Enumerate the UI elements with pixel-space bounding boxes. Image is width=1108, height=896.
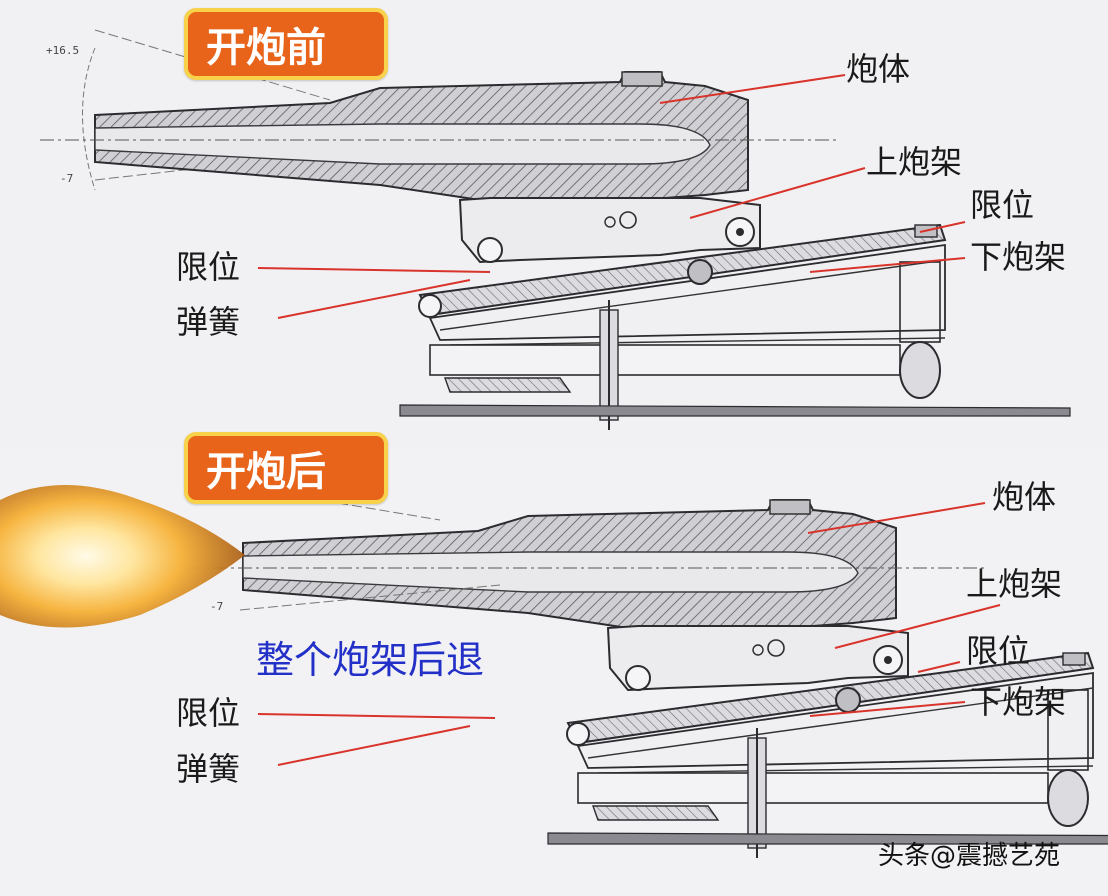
label-lower-carriage-before: 下炮架: [970, 238, 1067, 276]
label-barrel-after: 炮体: [992, 478, 1057, 516]
badge-after: 开炮后: [184, 432, 388, 504]
label-upper-carriage-before: 上炮架: [866, 143, 963, 181]
leader-lines-before: [257, 74, 966, 319]
muzzle-flash: [0, 485, 245, 628]
label-limit-right-before: 限位: [970, 186, 1035, 224]
label-spring-after: 弹簧: [176, 750, 241, 788]
label-limit-left-after: 限位: [176, 694, 241, 732]
label-limit-left-before: 限位: [176, 248, 241, 286]
label-limit-right-after: 限位: [966, 632, 1031, 670]
label-lower-carriage-after: 下炮架: [970, 683, 1067, 721]
badge-before: 开炮前: [184, 8, 388, 80]
label-upper-carriage-after: 上炮架: [966, 565, 1063, 603]
label-barrel-before: 炮体: [846, 50, 911, 88]
watermark: 头条@震撼艺苑: [878, 841, 1061, 871]
elevation-line: [94, 29, 331, 101]
leader-lines-after: [257, 502, 1001, 766]
angle-up-label: +16.5: [46, 44, 80, 57]
label-spring-before: 弹簧: [176, 303, 241, 341]
elevation-arc: [82, 47, 96, 191]
angle-down-label-after: -7: [210, 600, 224, 613]
recoil-note: 整个炮架后退: [256, 638, 485, 682]
angle-down-label: -7: [60, 172, 74, 185]
depression-line-after: [239, 584, 501, 611]
